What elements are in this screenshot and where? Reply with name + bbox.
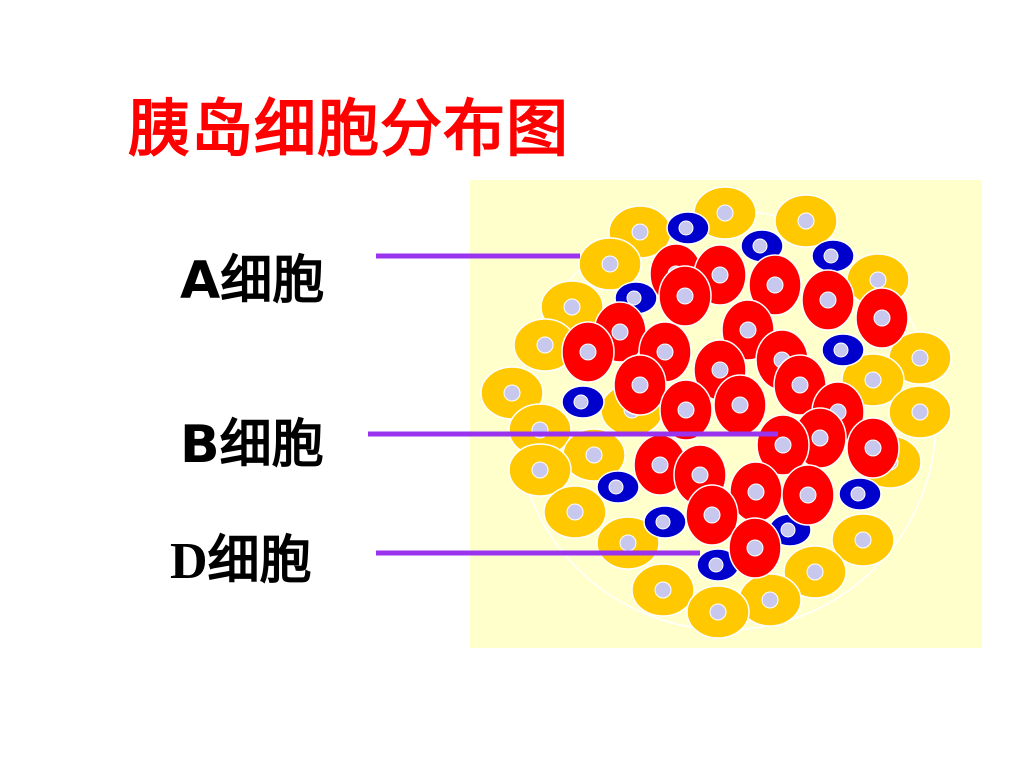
b-cell: [713, 374, 767, 436]
d-cell: [666, 211, 710, 245]
b-cell: [756, 414, 810, 476]
pointer-lines: [368, 253, 778, 556]
b-cell: [561, 321, 615, 383]
a-cell: [562, 428, 626, 482]
d-cell: [811, 239, 855, 273]
a-cell: [508, 443, 572, 497]
b-cell: [685, 484, 739, 546]
b-cell: [781, 464, 835, 526]
a-cell: [686, 585, 750, 639]
a-cell: [774, 194, 838, 248]
d-cell: [838, 477, 882, 511]
label-b-cell: B细胞: [180, 415, 324, 475]
b-cell: [748, 254, 802, 316]
a-cell: [596, 516, 660, 570]
a-cell: [631, 563, 695, 617]
a-cell: [513, 318, 577, 372]
b-cell: [855, 287, 909, 349]
a-cell: [578, 237, 642, 291]
a-cell: [543, 485, 607, 539]
a-cell: [738, 573, 802, 627]
d-cell: [596, 470, 640, 504]
b-cell: [801, 269, 855, 331]
label-a-cell: A细胞: [180, 251, 325, 311]
page-title: 胰岛细胞分布图: [128, 92, 570, 165]
d-cell: [643, 505, 687, 539]
d-cell: [561, 385, 605, 419]
b-cell: [728, 517, 782, 579]
b-cell: [613, 354, 667, 416]
label-d-cell: D细胞: [170, 533, 312, 590]
a-cell: [888, 385, 952, 439]
b-cell: [658, 265, 712, 327]
d-cell: [696, 548, 740, 582]
a-cell: [783, 545, 847, 599]
b-cell: [729, 461, 783, 523]
d-cell: [821, 333, 865, 367]
b-cell: [773, 354, 827, 416]
cell-layer: [480, 186, 952, 639]
b-cell: [846, 417, 900, 479]
b-cell: [659, 379, 713, 441]
a-cell: [831, 513, 895, 567]
